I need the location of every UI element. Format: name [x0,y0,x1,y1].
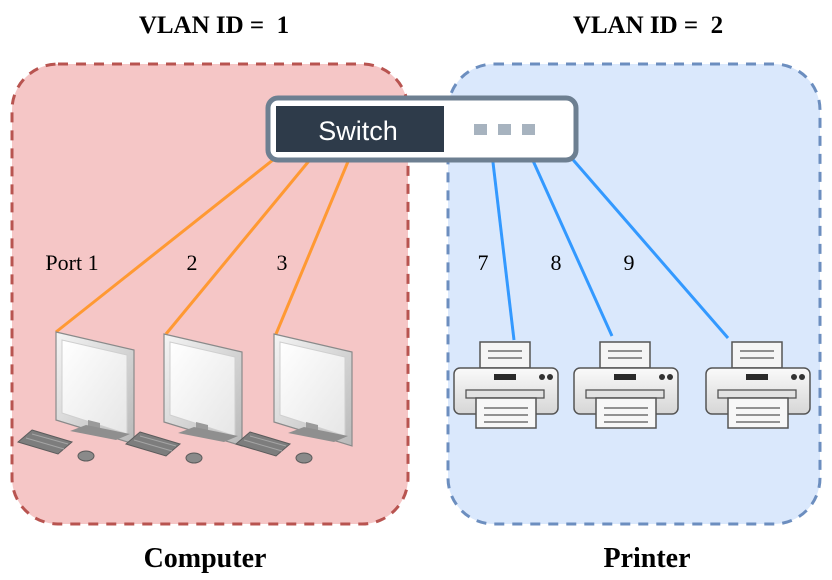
vlan-1-group-label: Computer [144,543,267,574]
link-port-2 [164,149,320,335]
switch-label-panel [276,106,444,152]
link-port-1 [55,146,289,334]
link-port-8 [528,153,614,337]
switch-port-indicator-3 [522,124,535,135]
switch[interactable]: Switch [265,95,579,163]
link-port-3 [274,151,354,335]
link-port-7 [490,153,516,341]
port-label-7: 7 [478,250,489,275]
port-label-8: 8 [551,250,562,275]
link-port-9 [566,153,730,339]
port-label-3: 3 [277,250,288,275]
computer-links [55,146,354,335]
port-label-1: Port 1 [45,250,98,275]
printer-links [490,153,730,341]
switch-port-indicator-1 [474,124,487,135]
vlan-1-id-label: VLAN ID = 1 [139,12,289,39]
vlan-2-id-label: VLAN ID = 2 [573,12,723,39]
port-label-2: 2 [187,250,198,275]
switch-port-indicator-2 [498,124,511,135]
switch-label: Switch [318,116,398,146]
vlan-2-group-label: Printer [603,543,690,574]
port-label-9: 9 [624,250,635,275]
